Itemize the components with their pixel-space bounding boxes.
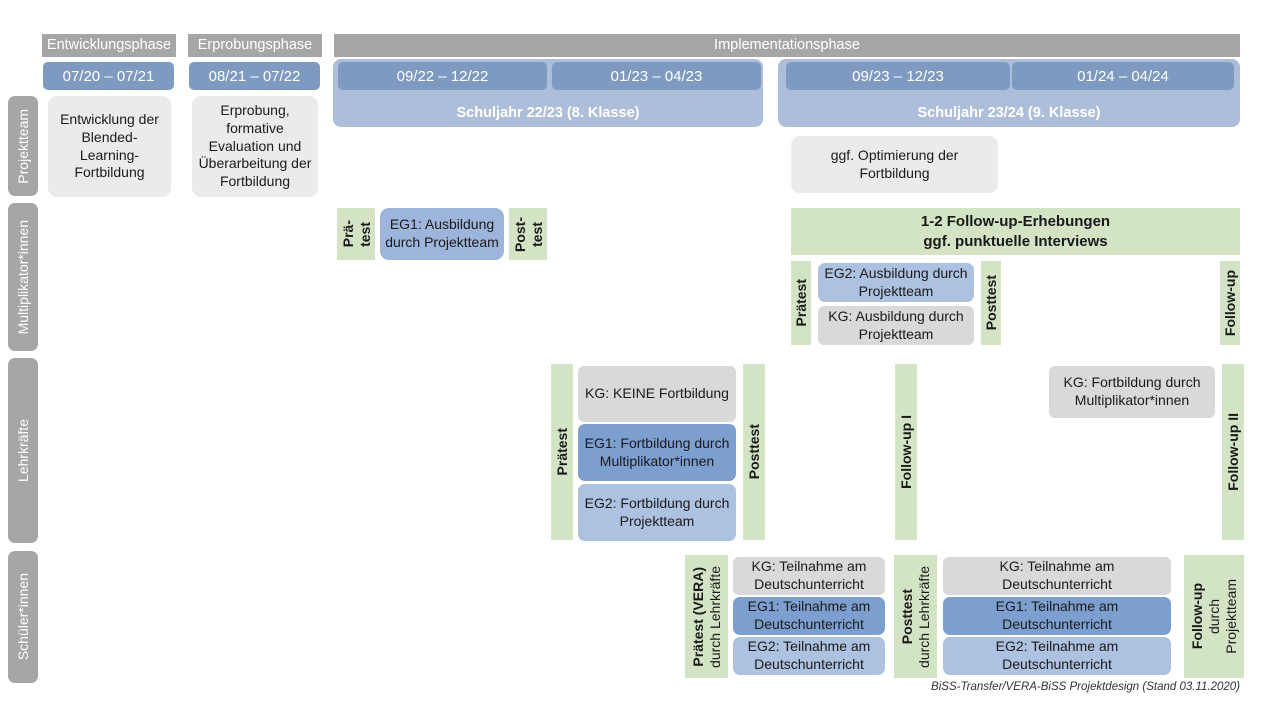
green-posttest-lehrkraefte: Posttest: [743, 364, 765, 540]
followup-label: Follow-up: [1222, 269, 1238, 337]
praetest-line-1: Prä-: [339, 220, 356, 248]
row-label-schuelerinnen: Schüler*innen: [8, 551, 38, 683]
period-01-23-04-23: 01/23 – 04/23: [552, 62, 761, 90]
period-08-21-07-22: 08/21 – 07/22: [189, 62, 320, 90]
green-posttest-schueler: Posttest durch Lehrkräfte: [894, 555, 937, 678]
box-eg1-teilnahme-rechts: EG1: Teilnahme am Deutschunterricht: [943, 597, 1171, 635]
green-praetest-multiplikator: Prä- test: [337, 208, 375, 260]
posttest-label: Posttest: [983, 275, 999, 331]
posttest-sublabel: durch Lehrkräfte: [916, 565, 932, 668]
praetest-line-2: test: [356, 221, 373, 247]
followup-1-label: Follow-up I: [898, 415, 914, 489]
praetest-vera-sublabel: durch Lehrkräfte: [707, 565, 723, 668]
phase-label: Erprobungsphase: [197, 36, 313, 53]
box-kg-teilnahme-rechts: KG: Teilnahme am Deutschunterricht: [943, 557, 1171, 595]
phase-label: Entwicklungsphase: [46, 36, 172, 53]
praetest-vera-label: Prätest (VERA): [690, 566, 706, 667]
green-followup-2-lehrkraefte: Follow-up II: [1222, 364, 1244, 540]
footer-caption: BiSS-Transfer/VERA-BiSS Projektdesign (S…: [931, 681, 1240, 693]
box-optimierung-fortbildung: ggf. Optimierung der Fortbildung: [791, 136, 998, 193]
green-praetest-vera-schueler: Prätest (VERA) durch Lehrkräfte: [685, 555, 728, 678]
period-label: 08/21 – 07/22: [208, 67, 301, 85]
period-label: 09/23 – 12/23: [852, 67, 944, 85]
box-eg2-fortbildung-projektteam: EG2: Fortbildung durch Projektteam: [578, 484, 736, 541]
posttest-label: Posttest: [746, 424, 762, 480]
box-kg-fortbildung-multiplikator: KG: Fortbildung durch Multiplikator*inne…: [1049, 366, 1215, 418]
phase-bar-erprobungsphase: Erprobungsphase: [188, 34, 322, 57]
box-kg-ausbildung-projektteam: KG: Ausbildung durch Projektteam: [818, 306, 974, 345]
schoolyear-label: Schuljahr 23/24 (9. Klasse): [917, 105, 1101, 121]
green-posttest-multiplikator: Post- test: [509, 208, 547, 260]
followup-banner-line-2: ggf. punktuelle Interviews: [923, 232, 1108, 250]
posttest-line-1: Post-: [511, 216, 528, 252]
period-09-22-12-22: 09/22 – 12/22: [338, 62, 547, 90]
green-followup-schueler: Follow-up durch Projektteam: [1184, 555, 1244, 678]
green-followup-multiplikator: Follow-up: [1220, 261, 1240, 345]
box-eg2-teilnahme-rechts: EG2: Teilnahme am Deutschunterricht: [943, 637, 1171, 675]
box-entwicklung-fortbildung: Entwicklung der Blended-Learning-Fortbil…: [48, 96, 171, 197]
followup-sublabel-1: durch: [1206, 598, 1222, 635]
phase-bar-implementationsphase: Implementationsphase: [334, 34, 1240, 57]
schoolyear-label: Schuljahr 22/23 (8. Klasse): [456, 105, 640, 121]
phase-bar-entwicklungsphase: Entwicklungsphase: [42, 34, 176, 57]
followup-2-label: Follow-up II: [1225, 413, 1241, 491]
box-eg1-teilnahme-links: EG1: Teilnahme am Deutschunterricht: [733, 597, 885, 635]
followup-sublabel-2: Projektteam: [1223, 579, 1239, 654]
green-praetest-multiplikator-2: Prätest: [791, 261, 811, 345]
period-01-24-04-24: 01/24 – 04/24: [1012, 62, 1234, 90]
praetest-label: Prätest: [793, 279, 809, 327]
followup-label: Follow-up: [1189, 583, 1205, 650]
posttest-line-2: test: [528, 221, 545, 247]
box-eg2-teilnahme-links: EG2: Teilnahme am Deutschunterricht: [733, 637, 885, 675]
box-kg-teilnahme-links: KG: Teilnahme am Deutschunterricht: [733, 557, 885, 595]
banner-followup-erhebungen: 1-2 Follow-up-Erhebungen ggf. punktuelle…: [791, 208, 1240, 255]
green-praetest-lehrkraefte: Prätest: [551, 364, 573, 540]
green-posttest-multiplikator-2: Posttest: [981, 261, 1001, 345]
row-label-lehrkraefte: Lehrkräfte: [8, 358, 38, 543]
period-label: 07/20 – 07/21: [62, 67, 155, 85]
followup-banner-line-1: 1-2 Follow-up-Erhebungen: [920, 213, 1111, 230]
row-label-projektteam: Projektteam: [8, 96, 38, 196]
phase-label: Implementationsphase: [714, 36, 860, 53]
box-erprobung-evaluation: Erprobung, formative Evaluation und Über…: [192, 96, 318, 197]
period-07-20-07-21: 07/20 – 07/21: [43, 62, 174, 90]
period-09-23-12-23: 09/23 – 12/23: [786, 62, 1010, 90]
box-eg1-fortbildung-multiplikator: EG1: Fortbildung durch Multiplikator*inn…: [578, 424, 736, 481]
box-eg1-ausbildung-projektteam: EG1: Ausbildung durch Projektteam: [380, 208, 504, 260]
period-label: 01/23 – 04/23: [610, 67, 703, 85]
period-label: 09/22 – 12/22: [396, 67, 489, 85]
green-followup-1-lehrkraefte: Follow-up I: [895, 364, 917, 540]
praetest-label: Prätest: [554, 428, 570, 476]
period-label: 01/24 – 04/24: [1077, 67, 1169, 85]
box-kg-keine-fortbildung: KG: KEINE Fortbildung: [578, 366, 736, 422]
row-label-multiplikatorinnen: Multiplikator*innen: [8, 203, 38, 351]
posttest-label: Posttest: [899, 588, 915, 645]
box-eg2-ausbildung-projektteam: EG2: Ausbildung durch Projektteam: [818, 263, 974, 302]
